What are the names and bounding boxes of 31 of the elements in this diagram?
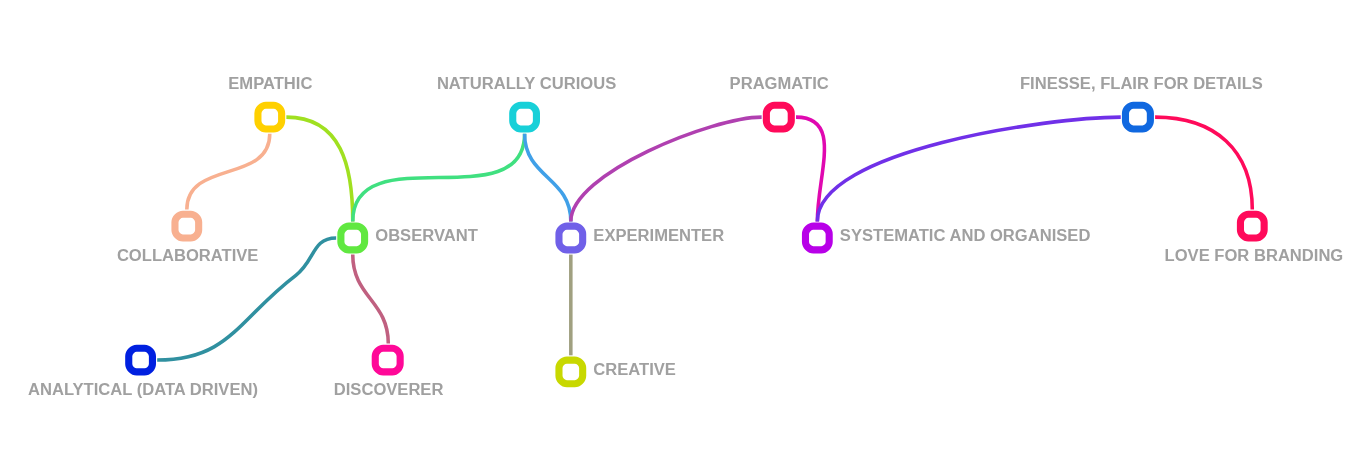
node-label: NATURALLY CURIOUS bbox=[436, 73, 617, 93]
node-label: DISCOVERER bbox=[333, 379, 444, 399]
node-circle bbox=[254, 101, 286, 132]
node-circle bbox=[337, 222, 369, 253]
node-label: COLLABORATIVE bbox=[116, 245, 259, 265]
node-circle bbox=[171, 210, 203, 242]
node-circle bbox=[1236, 210, 1268, 242]
node-label: LOVE FOR BRANDING bbox=[1164, 245, 1344, 265]
connector bbox=[185, 132, 272, 210]
node-circle bbox=[555, 222, 587, 253]
node-label: EXPERIMENTER bbox=[593, 225, 725, 245]
node-label: EMPATHIC bbox=[228, 73, 313, 93]
node-circle bbox=[125, 344, 156, 375]
connector bbox=[157, 235, 337, 362]
connector bbox=[1155, 114, 1255, 210]
connector bbox=[815, 114, 1121, 222]
node-circle bbox=[555, 356, 587, 387]
connector bbox=[569, 254, 573, 355]
node-label: SYSTEMATIC AND ORGANISED bbox=[839, 225, 1091, 245]
node-circle bbox=[762, 101, 795, 132]
node-label: FINESSE, FLAIR FOR DETAILS bbox=[1020, 73, 1263, 93]
node-circle bbox=[1121, 101, 1154, 132]
node-label: ANALYTICAL (DATA DRIVEN) bbox=[28, 379, 258, 399]
node-circle bbox=[371, 344, 404, 375]
node-label: PRAGMATIC bbox=[729, 73, 829, 93]
connector bbox=[350, 253, 391, 344]
node-circle bbox=[509, 101, 540, 132]
node-label: OBSERVANT bbox=[375, 225, 478, 245]
connector bbox=[569, 114, 762, 222]
node-label: CREATIVE bbox=[593, 359, 676, 379]
node-circle bbox=[801, 222, 833, 253]
